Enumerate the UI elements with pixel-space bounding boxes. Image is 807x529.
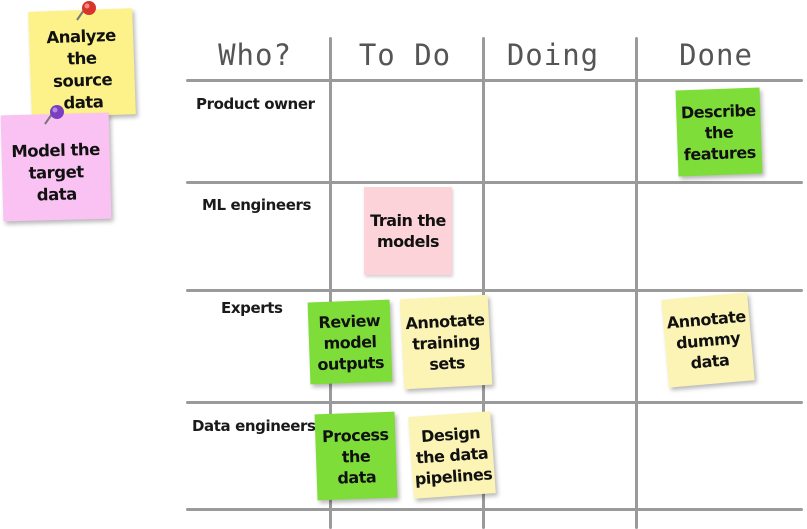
column-header-done: Done [679,38,753,72]
sticky-note-process-the-data[interactable]: Process the data [314,411,398,501]
row-label-data-engineers: Data engineers [192,417,316,435]
note-text: Process the data [321,424,389,488]
sticky-note-describe-features[interactable]: Describe the features [675,87,763,177]
sticky-note-review-model-outputs[interactable]: Review model outputs [307,299,393,385]
grid-line-horizontal [186,289,803,292]
grid-line-horizontal [186,508,803,511]
note-text: Analyze the source data [46,25,117,113]
sticky-note-design-data-pipelines[interactable]: Design the data pipelines [408,411,496,499]
pushpin-icon [44,105,64,125]
grid-line-horizontal [186,401,803,404]
grid-line-vertical [329,37,332,529]
sticky-note-model-target-data[interactable]: Model the target data [0,112,112,222]
row-label-experts: Experts [221,299,283,317]
grid-line-vertical [482,37,485,529]
note-text: Design the data pipelines [414,422,493,489]
note-text: Annotate dummy data [665,306,747,373]
sticky-note-annotate-training-sets[interactable]: Annotate training sets [399,294,493,390]
column-header-doing: Doing [506,38,600,72]
sticky-note-annotate-dummy-data[interactable]: Annotate dummy data [661,292,755,388]
note-text: Annotate training sets [404,309,485,374]
sticky-note-analyze-source-data[interactable]: Analyze the source data [28,8,136,118]
row-label-product-owner: Product owner [196,95,315,113]
note-text: Describe the features [680,100,757,164]
note-text: Model the target data [11,139,101,205]
grid-line-horizontal [186,79,803,82]
note-text: Train the models [370,211,446,251]
grid-line-horizontal [186,181,803,184]
grid-line-vertical [635,37,638,529]
sticky-note-train-models[interactable]: Train the models [364,187,452,275]
note-text: Review model outputs [317,310,385,374]
pushpin-icon [76,1,96,21]
column-header-todo: To Do [358,38,452,72]
column-header-who: Who? [218,38,292,72]
row-label-ml-engineers: ML engineers [202,196,311,214]
